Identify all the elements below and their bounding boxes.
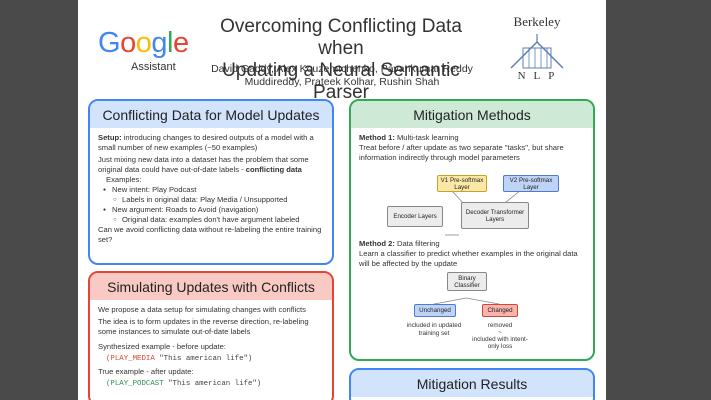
list-item: Original data: examples don't have argum… bbox=[98, 215, 324, 225]
code-example-after: (PLAY_PODCAST "This american life") bbox=[106, 380, 262, 388]
panel-title: Mitigation Methods bbox=[351, 101, 593, 128]
binary-classifier: Binary Classifier bbox=[447, 272, 487, 291]
changed-box: Changed bbox=[482, 304, 518, 317]
decoder-transformer-layers: Decoder Transformer Layers bbox=[461, 202, 529, 229]
filtering-diagram-arrows bbox=[433, 297, 500, 305]
poster-authors: David Gaddy, Alex Kouzemtchenko, Pavanku… bbox=[211, 63, 473, 88]
panel-title: Mitigation Results bbox=[351, 370, 593, 397]
unchanged-note: included in updated training set bbox=[406, 322, 462, 337]
changed-note: removed ~ included with intent-only loss bbox=[472, 322, 528, 350]
code-example-before: (PLAY_MEDIA "This american life") bbox=[106, 355, 253, 363]
panel-title: Simulating Updates with Conflicts bbox=[90, 273, 332, 300]
list-item: New intent: Play Podcast bbox=[98, 185, 324, 195]
panel-mitigation-results: Mitigation Results bbox=[349, 368, 595, 400]
v2-presoftmax-layer: V2 Pre-softmax Layer bbox=[503, 175, 559, 192]
panel-mitigation-methods: Mitigation Methods Method 1: Multi-task … bbox=[349, 99, 595, 361]
poster: Google Assistant Overcoming Conflicting … bbox=[78, 0, 606, 400]
poster-header: Google Assistant Overcoming Conflicting … bbox=[78, 0, 606, 103]
list-item: Labels in original data: Play Media / Un… bbox=[98, 195, 324, 205]
encoder-layers: Encoder Layers bbox=[387, 206, 443, 227]
v1-presoftmax-layer: V1 Pre-softmax Layer bbox=[437, 175, 487, 192]
poster-title: Overcoming Conflicting Data when Updatin… bbox=[220, 16, 462, 103]
google-assistant-label: Assistant bbox=[131, 61, 176, 73]
google-logo: Google bbox=[98, 27, 189, 59]
panel-simulating-updates: Simulating Updates with Conflicts We pro… bbox=[88, 271, 334, 400]
panel-conflicting-data: Conflicting Data for Model Updates Setup… bbox=[88, 99, 334, 265]
list-item: New argument: Roads to Avoid (navigation… bbox=[98, 205, 324, 215]
berkeley-nlp-logo: Berkeley NLP bbox=[501, 12, 573, 84]
berkeley-building-icon bbox=[510, 34, 564, 69]
panel-title: Conflicting Data for Model Updates bbox=[90, 101, 332, 128]
unchanged-box: Unchanged bbox=[414, 304, 456, 317]
